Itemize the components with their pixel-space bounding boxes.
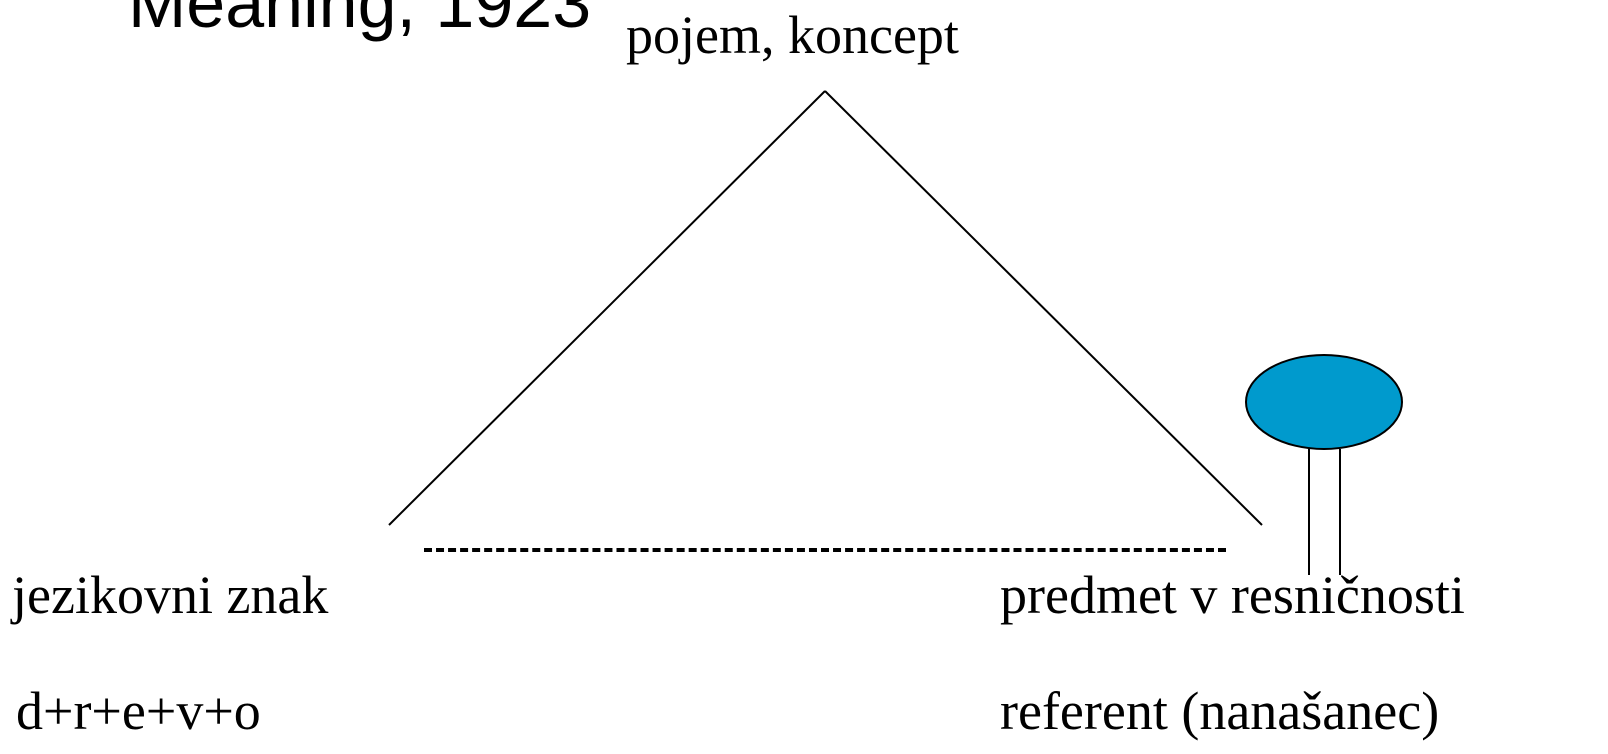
referent-label: predmet v resničnosti	[1000, 565, 1465, 625]
slide-title: Meaning, 1923	[128, 0, 592, 42]
referent-note: referent (nanašanec)	[1000, 681, 1440, 741]
concept-label: pojem, koncept	[626, 5, 959, 65]
concept-referent-line	[824, 90, 1263, 526]
sign-referent-dashed-line	[424, 548, 1226, 552]
sign-example: d+r+e+v+o	[16, 681, 261, 741]
referent-object-shape	[1245, 354, 1403, 450]
sign-label: jezikovni znak	[12, 565, 329, 625]
sign-concept-line	[388, 90, 826, 526]
